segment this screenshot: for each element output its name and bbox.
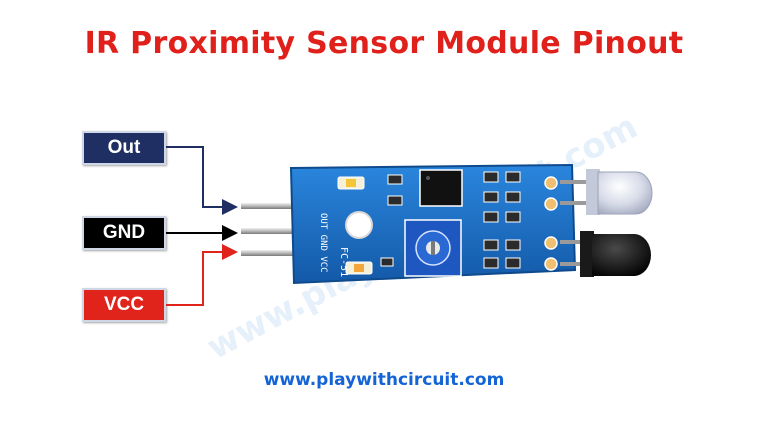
ir-receiver-photodiode <box>560 231 651 277</box>
pin-label-out: Out <box>82 131 166 165</box>
website-url: www.playwithcircuit.com <box>263 370 505 390</box>
silkscreen-pin-labels: OUT GND VCC <box>318 213 328 273</box>
pin-label-vcc: VCC <box>82 288 166 322</box>
page-title: IR Proximity Sensor Module Pinout <box>84 26 684 61</box>
comparator-ic <box>419 169 463 207</box>
potentiometer <box>404 219 462 277</box>
ir-transmitter-led <box>560 169 653 215</box>
pin-label-gnd: GND <box>82 216 166 250</box>
wire-out <box>166 146 238 215</box>
model-label: FC-51 <box>338 247 349 277</box>
pcb-board: OUT GND VCC FC-51 <box>289 163 577 285</box>
mounting-hole <box>345 211 373 239</box>
wire-vcc <box>166 244 238 306</box>
